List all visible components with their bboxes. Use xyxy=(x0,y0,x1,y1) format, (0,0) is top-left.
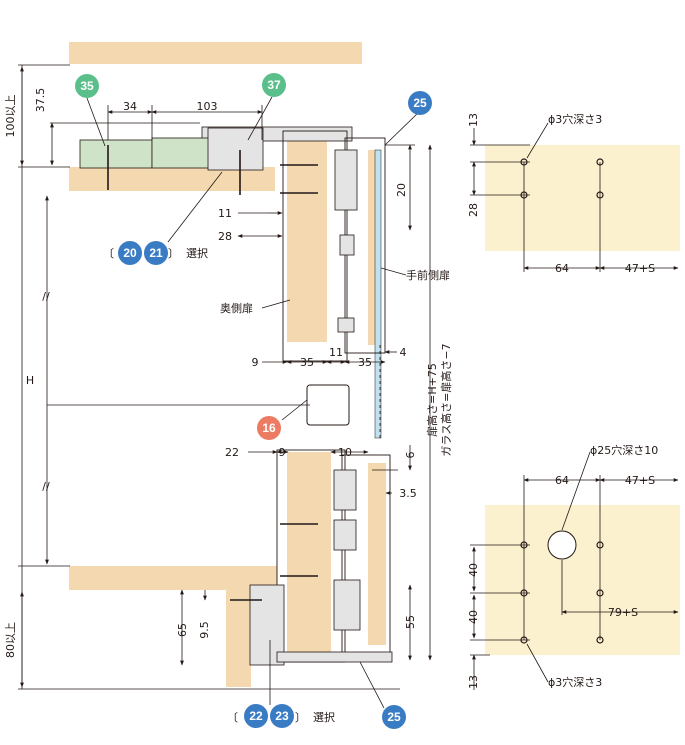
badge-16: 16 xyxy=(257,416,281,440)
top-shelf-board xyxy=(69,167,275,191)
badge-23: 23 xyxy=(270,704,294,728)
glass-height-label: ガラス高さ=扉高さ−7 xyxy=(439,343,453,456)
dim-11-mid: 11 xyxy=(329,346,343,359)
bottom-plate xyxy=(485,505,680,655)
top-hanger-block-37 xyxy=(151,137,211,169)
badge-22: 22 xyxy=(244,704,268,728)
stopper-16 xyxy=(306,384,350,426)
bottom-side-board xyxy=(226,590,251,687)
dim-55: 55 xyxy=(404,615,417,629)
select-bracket-close-bottom: 〕 xyxy=(295,711,306,724)
bottom-roller-1 xyxy=(333,469,357,511)
svg-text:25: 25 xyxy=(387,710,401,724)
badge-35: 35 xyxy=(75,74,99,98)
plate-top-47s: 47+S xyxy=(625,262,655,275)
roller-upper-1 xyxy=(334,149,358,211)
badge-21: 21 xyxy=(144,241,168,265)
dim-34: 34 xyxy=(123,100,137,113)
select-label-bottom: 選択 xyxy=(313,710,335,724)
dim-22: 22 xyxy=(225,446,239,459)
svg-text:23: 23 xyxy=(275,709,289,723)
svg-text:20: 20 xyxy=(123,246,137,260)
dim-65: 65 xyxy=(176,623,189,637)
hole-big-label: ϕ25穴深さ10 xyxy=(590,443,658,457)
plate-top-64: 64 xyxy=(555,262,569,275)
roller-upper-3 xyxy=(337,317,355,333)
glass-strip xyxy=(374,149,382,439)
dim-35-right: 35 xyxy=(358,356,372,369)
plate-top-13: 13 xyxy=(467,113,480,127)
dim-103: 103 xyxy=(197,100,218,113)
svg-text:25: 25 xyxy=(413,96,427,110)
bottom-roller-3 xyxy=(333,579,361,631)
top-hanger-block-35 xyxy=(79,139,153,169)
bottom-shelf-board xyxy=(69,566,277,590)
plate-bottom-64: 64 xyxy=(555,474,569,487)
dim-100: 100以上 xyxy=(4,95,17,138)
svg-text:21: 21 xyxy=(149,246,163,260)
dim-28: 28 xyxy=(218,230,232,243)
select-bracket-open-bottom: 〔 xyxy=(227,711,238,724)
dim-20: 20 xyxy=(395,183,408,197)
bottom-rail-plate xyxy=(276,651,393,663)
svg-text:37: 37 xyxy=(267,78,281,92)
dim-10: 10 xyxy=(338,446,352,459)
big-hole xyxy=(547,530,577,560)
plate-bottom-47s: 47+S xyxy=(625,474,655,487)
bottom-roller-2 xyxy=(333,519,357,551)
dim-37-5: 37.5 xyxy=(34,88,47,113)
svg-text:16: 16 xyxy=(262,421,276,435)
select-bracket-open-top: 〔 xyxy=(103,247,114,260)
hole-top-label: ϕ3穴深さ3 xyxy=(548,112,602,126)
svg-text:35: 35 xyxy=(80,79,94,93)
select-bracket-close-top: 〕 xyxy=(168,247,179,260)
gap-mark-lower: // xyxy=(42,480,50,493)
dim-11-upper: 11 xyxy=(218,207,232,220)
badge-20: 20 xyxy=(118,241,142,265)
dim-6: 6 xyxy=(404,452,417,459)
plate-bottom-79s: 79+S xyxy=(608,606,638,619)
plate-bottom-40b: 40 xyxy=(467,610,480,624)
dim-3-5: 3.5 xyxy=(399,487,417,500)
top-plate xyxy=(485,145,680,251)
plate-top-28: 28 xyxy=(467,203,480,217)
select-label-top: 選択 xyxy=(186,246,208,260)
back-door-lower xyxy=(287,452,331,660)
top-ceiling-board xyxy=(69,42,362,64)
door-height-label: 扉高さ=H+75 xyxy=(425,363,439,437)
front-door-upper-panel xyxy=(368,150,378,345)
dim-9-upper: 9 xyxy=(252,356,259,369)
dim-80: 80以上 xyxy=(4,622,17,658)
plate-bottom-40a: 40 xyxy=(467,563,480,577)
front-door-lower-panel xyxy=(368,463,386,645)
top-bracket xyxy=(207,127,264,171)
front-door-label: 手前側扉 xyxy=(406,268,450,282)
dim-4: 4 xyxy=(400,346,407,359)
dim-h: H xyxy=(26,374,34,387)
dim-35-left: 35 xyxy=(300,356,314,369)
hole-bottom-label: ϕ3穴深さ3 xyxy=(548,675,602,689)
plate-bottom-13: 13 xyxy=(467,675,480,689)
gap-mark-upper: // xyxy=(42,290,50,303)
badge-37: 37 xyxy=(262,73,286,97)
badge-25-bottom: 25 xyxy=(382,705,406,729)
svg-text:22: 22 xyxy=(249,709,263,723)
back-door-upper xyxy=(287,140,327,342)
dim-9-5: 9.5 xyxy=(198,621,211,639)
dim-9-lower: 9 xyxy=(279,446,286,459)
back-door-label: 奥側扉 xyxy=(220,301,253,315)
roller-upper-2 xyxy=(339,234,355,256)
badge-25-top: 25 xyxy=(408,91,432,115)
